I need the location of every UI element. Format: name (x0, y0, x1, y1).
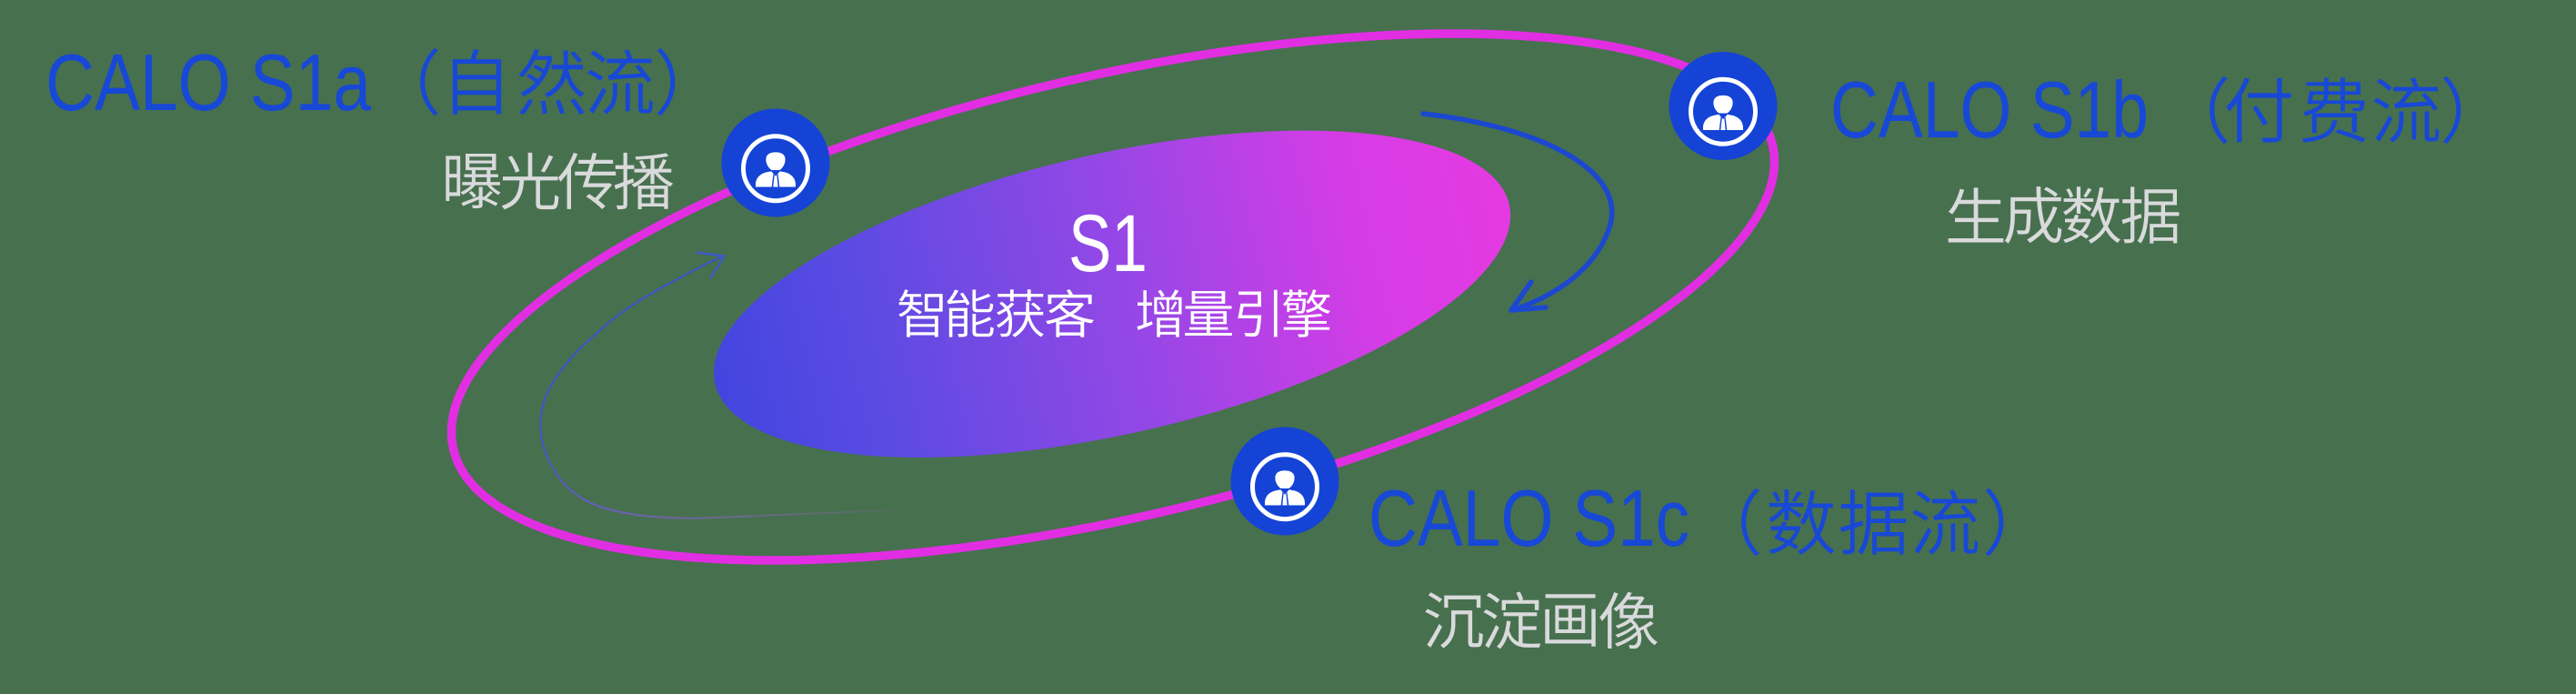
svg-text:S1: S1 (1068, 197, 1148, 288)
svg-text:CALO S1b: CALO S1b (1830, 65, 2149, 155)
svg-text:CALO S1a: CALO S1a (45, 37, 371, 127)
svg-text:CALO S1c: CALO S1c (1368, 473, 1689, 563)
